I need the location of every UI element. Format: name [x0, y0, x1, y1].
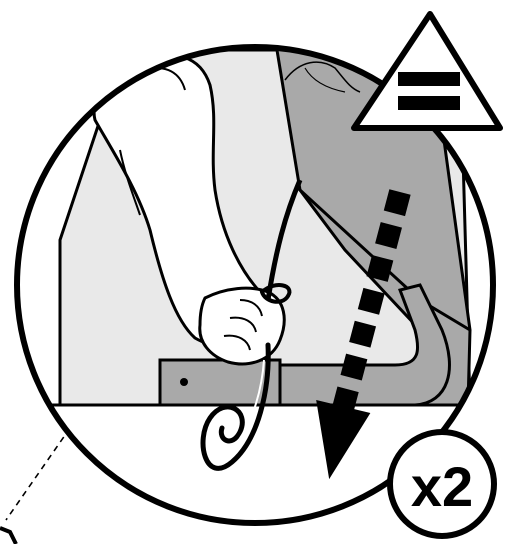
equal-sign-in-triangle-icon	[354, 14, 500, 128]
quantity-label: x2	[411, 455, 473, 518]
bracket-hole	[180, 378, 188, 386]
quantity-badge: x2	[390, 432, 494, 536]
leader-line	[0, 428, 70, 544]
